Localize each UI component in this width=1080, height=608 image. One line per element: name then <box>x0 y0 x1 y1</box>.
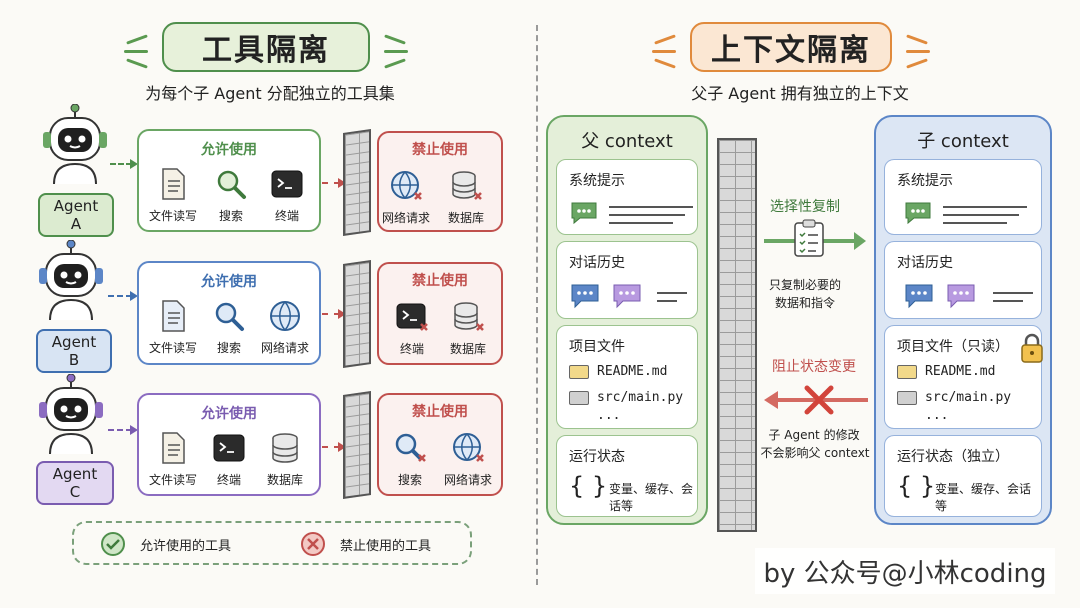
chat-bubble-icon <box>905 202 931 225</box>
copy-title: 选择性复制 <box>770 199 840 215</box>
chat-bubble-icon <box>571 284 599 309</box>
allowed-tools-card-b: 允许使用 文件读写 搜索 网络请求 <box>137 261 321 365</box>
tool-isolation-subtitle: 为每个子 Agent 分配独立的工具集 <box>145 84 395 103</box>
parent-state: 运行状态 { } 变量、缓存、会话等 <box>556 435 698 517</box>
braces-icon: { } <box>897 472 936 500</box>
globe-icon <box>270 301 300 331</box>
file-readme: README.md <box>569 364 667 379</box>
file-main: src/main.py <box>897 390 1011 405</box>
file-icon <box>162 300 185 332</box>
child-system-prompt: 系统提示 <box>884 159 1042 235</box>
robot-icon <box>39 374 103 454</box>
search-icon <box>217 170 246 199</box>
file-more: ... <box>597 408 621 423</box>
block-desc-2: 不会影响父 context <box>760 446 870 460</box>
terminal-icon <box>396 303 428 331</box>
child-history: 对话历史 <box>884 241 1042 319</box>
legend-denied-label: 禁止使用的工具 <box>340 539 432 554</box>
file-icon <box>162 168 185 200</box>
agent-c-label: Agent C <box>36 461 114 505</box>
agent-a-label: Agent A <box>38 193 114 237</box>
database-icon <box>272 433 298 463</box>
database-icon <box>454 302 484 331</box>
robot-icon <box>39 240 103 320</box>
copy-desc-2: 数据和指令 <box>774 296 835 310</box>
search-icon <box>395 433 426 462</box>
block-desc-1: 子 Agent 的修改 <box>768 428 860 442</box>
chat-bubble-icon <box>613 284 641 309</box>
context-wall <box>717 138 757 532</box>
child-context: 子 context 系统提示 对话历史 项目文件（只读） README.md s… <box>874 115 1052 525</box>
parent-context-title: 父 context <box>581 131 673 152</box>
parent-history: 对话历史 <box>556 241 698 319</box>
file-main: src/main.py <box>569 390 683 405</box>
parent-system-prompt: 系统提示 <box>556 159 698 235</box>
clipboard-icon <box>794 219 824 257</box>
block-title: 阻止状态变更 <box>772 359 856 375</box>
context-isolation-subtitle: 父子 Agent 拥有独立的上下文 <box>691 84 909 103</box>
chat-bubble-icon <box>947 284 975 309</box>
chat-bubble-icon <box>571 202 597 225</box>
folder-icon <box>897 390 917 405</box>
file-icon <box>162 432 185 464</box>
folder-icon <box>569 390 589 405</box>
terminal-icon <box>271 170 303 198</box>
panel-divider <box>536 25 538 585</box>
denied-tools-card-a: 禁止使用 网络请求 数据库 <box>377 131 503 232</box>
globe-icon <box>453 433 484 462</box>
parent-context: 父 context 系统提示 对话历史 项目文件 README.md src/m… <box>546 115 708 525</box>
child-context-title: 子 context <box>917 131 1009 152</box>
tool-isolation-title: 工具隔离 <box>162 22 370 72</box>
robot-icon <box>43 104 107 184</box>
context-isolation-title: 上下文隔离 <box>690 22 892 72</box>
folder-icon <box>897 364 917 379</box>
file-more: ... <box>925 408 949 423</box>
legend: 允许使用的工具 禁止使用的工具 <box>72 521 472 565</box>
block-arrow <box>778 398 868 402</box>
chat-bubble-icon <box>905 284 933 309</box>
braces-icon: { } <box>569 472 608 500</box>
wall-c <box>343 391 371 499</box>
child-state: 运行状态（独立） { } 变量、缓存、会话等 <box>884 435 1042 517</box>
child-files: 项目文件（只读） README.md src/main.py ... <box>884 325 1043 429</box>
block-x-icon <box>804 385 834 415</box>
database-icon <box>452 171 482 200</box>
legend-allowed-label: 允许使用的工具 <box>140 539 232 554</box>
lock-icon <box>1021 333 1043 363</box>
denied-tools-card-b: 禁止使用 终端 数据库 <box>377 262 503 365</box>
allowed-tools-card-c: 允许使用 文件读写 终端 数据库 <box>137 393 321 496</box>
denied-tools-card-c: 禁止使用 搜索 网络请求 <box>377 393 503 496</box>
folder-icon <box>569 364 589 379</box>
watermark: by 公众号@小林coding <box>755 548 1055 594</box>
search-icon <box>215 302 244 331</box>
parent-files: 项目文件 README.md src/main.py ... <box>556 325 698 429</box>
check-circle-icon <box>101 532 125 556</box>
globe-icon <box>391 171 422 200</box>
wall-b <box>343 260 371 368</box>
terminal-icon <box>213 434 245 462</box>
allowed-tools-card-a: 允许使用 文件读写 搜索 终端 <box>137 129 321 232</box>
file-readme: README.md <box>897 364 995 379</box>
agent-b-label: Agent B <box>36 329 112 373</box>
cross-circle-icon <box>301 532 325 556</box>
copy-desc-1: 只复制必要的 <box>768 278 841 292</box>
